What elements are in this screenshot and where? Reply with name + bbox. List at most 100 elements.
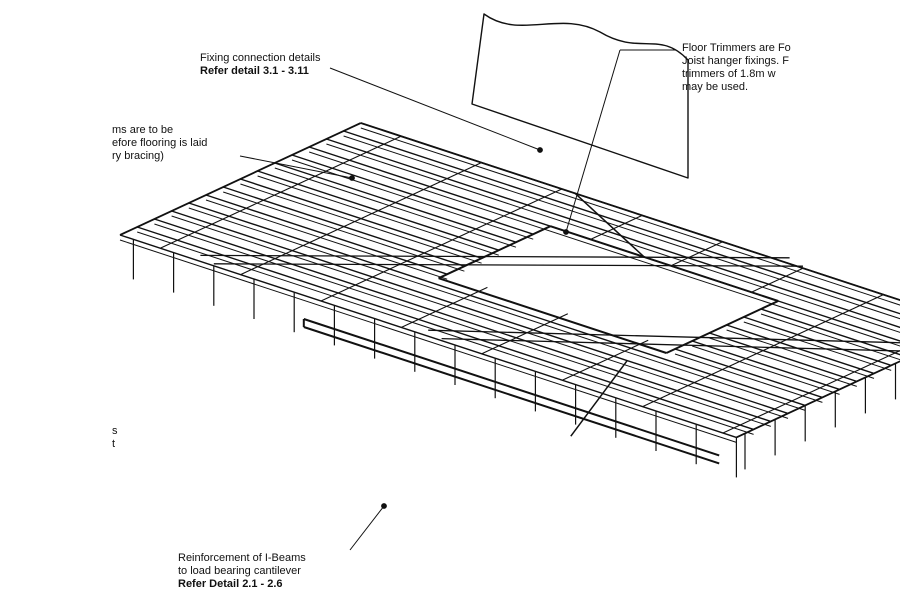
floor-trimmers-label: Floor Trimmers are Fo Joist hanger fixin… (682, 42, 791, 94)
blocking (779, 334, 798, 344)
floor-joist-flange (205, 199, 448, 280)
leader-line (239, 155, 353, 179)
blocking (194, 223, 213, 233)
blocking (757, 408, 775, 418)
blocking (624, 214, 643, 224)
blocking (395, 194, 413, 204)
diagonal-tie (570, 360, 628, 437)
blocking (865, 294, 884, 304)
blocking (406, 252, 425, 262)
blocking (401, 318, 419, 328)
blocking (705, 241, 723, 251)
leader-arrowhead (563, 229, 569, 235)
trimmer-joist (665, 300, 779, 354)
blocking (825, 376, 844, 386)
blocking (843, 368, 861, 378)
floor-joist-flange (188, 207, 806, 411)
blocking (693, 374, 712, 384)
leader-line (329, 67, 541, 151)
blocking (245, 199, 264, 209)
floor-joist (136, 226, 754, 431)
floor-joist (760, 308, 900, 356)
blocking (177, 231, 195, 241)
blocking (492, 212, 511, 222)
blocking (751, 283, 769, 293)
bracing-label-line1: ms are to be (112, 124, 174, 136)
reinforcement-label-ref: Refer Detail 2.1 - 2.6 (178, 578, 283, 590)
floor-joist (154, 218, 772, 423)
leader-lines (239, 49, 676, 551)
blocking (739, 416, 758, 426)
bracing-label-line2: efore flooring is laid (112, 137, 208, 149)
blocking (527, 196, 545, 206)
leader-line (565, 49, 621, 233)
blocking (274, 250, 293, 260)
temporary-bracing (428, 329, 900, 344)
blocking (797, 326, 815, 336)
blocking (412, 186, 431, 196)
blocking (452, 294, 471, 304)
floor-joist (674, 348, 823, 399)
diagonal-tie (574, 192, 645, 258)
wall-section (471, 13, 689, 179)
floor-joist (709, 332, 858, 383)
fixing-label-line1: Fixing connection details (200, 52, 321, 64)
blocking (418, 310, 437, 320)
blocking (596, 355, 615, 365)
temporary-bracing (200, 254, 790, 259)
floor-joist (171, 210, 789, 415)
blocking (446, 170, 465, 180)
blocking (768, 275, 787, 285)
blocking (441, 236, 459, 246)
blocking (676, 382, 695, 392)
trimmers-label-line2: Joist hanger fixings. F (682, 55, 789, 67)
floor-joist-flange (674, 353, 823, 403)
leader-arrowhead (381, 503, 387, 509)
reinforcement-label-line2: to load bearing cantilever (178, 565, 301, 577)
blocking (808, 384, 827, 394)
blocking (579, 363, 597, 373)
blocking (848, 302, 867, 312)
blocking (257, 258, 276, 268)
fixing-connection-label: Fixing connection details Refer detail 3… (200, 52, 320, 78)
blocking (831, 310, 850, 320)
floor-joist-flange (726, 329, 875, 379)
blocking (320, 292, 339, 302)
blocking (774, 400, 793, 410)
floor-joist-flange (291, 159, 534, 240)
blocking (383, 135, 402, 145)
blocking (263, 191, 281, 201)
floor-joist-flange (137, 231, 754, 435)
floor-joist-flange (343, 135, 900, 320)
blocking (297, 175, 316, 185)
leader-line (349, 505, 385, 551)
floor-joist-flange (240, 183, 482, 264)
blocking (326, 226, 345, 236)
floor-joist-flange (154, 223, 771, 427)
blocking (291, 242, 310, 252)
fixing-label-ref: Refer detail 3.1 - 3.11 (200, 65, 309, 77)
blocking (481, 345, 500, 355)
floor-joist-flange (274, 167, 517, 248)
blocking (377, 202, 396, 212)
left-edge-line1: s (112, 425, 118, 437)
blocking (337, 284, 356, 294)
leader-arrowhead (349, 175, 355, 181)
floor-joist (691, 340, 840, 391)
blocking (355, 276, 373, 286)
floor-joist-flange (119, 239, 737, 443)
blocking (785, 267, 804, 277)
bracing-label: ms are to be efore flooring is laid ry b… (112, 124, 207, 163)
floor-joist (343, 130, 900, 315)
floor-joist-flange (743, 321, 892, 371)
floor-joist-flange (692, 345, 840, 395)
rim-beam (119, 122, 362, 236)
blocking (509, 204, 528, 214)
blocking (211, 215, 230, 225)
blocking (423, 244, 442, 254)
blocking (814, 318, 833, 328)
blocking (607, 222, 626, 232)
floor-joist-flange (223, 191, 465, 272)
blocking (877, 352, 896, 362)
blocking (435, 302, 454, 312)
